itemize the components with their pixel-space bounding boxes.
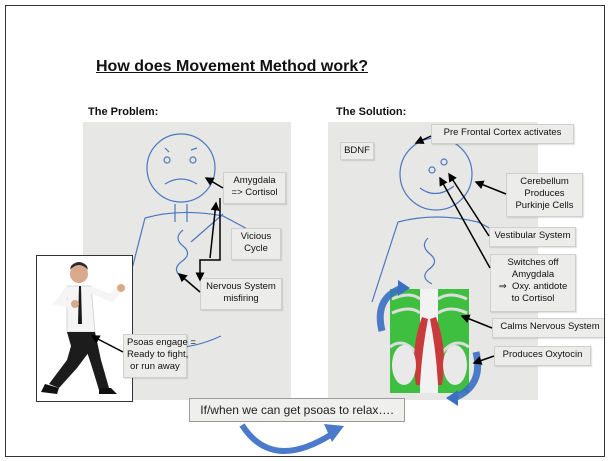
- psoas-relax-banner: If/when we can get psoas to relax….: [189, 398, 405, 422]
- fighter-man-photo: [36, 255, 133, 402]
- vicious-cycle-label: Vicious Cycle: [231, 228, 281, 260]
- cerebellum-label: Cerebellum Produces Purkinje Cells: [506, 173, 583, 217]
- bdnf-label: BDNF: [340, 142, 374, 160]
- fighter-man-icon: [41, 262, 125, 394]
- nervous-system-label: Nervous System misfiring: [200, 278, 282, 310]
- slide: How does Movement Method work? The Probl…: [5, 5, 605, 457]
- solution-heading: The Solution:: [336, 106, 407, 118]
- problem-heading: The Problem:: [88, 106, 159, 118]
- psoas-engage-label: Psoas engage = Ready to fight, or run aw…: [123, 334, 196, 378]
- calms-nervous-system-label: Calms Nervous System: [492, 318, 604, 338]
- vestibular-system-label: Vestibular System: [489, 227, 576, 247]
- psoas-illustration-icon: [390, 289, 469, 393]
- produces-oxytocin-label: Produces Oxytocin: [494, 346, 591, 366]
- switches-off-amygdala-label: Switches off Amygdala ⇒ Oxy. antidote to…: [490, 254, 576, 312]
- prefrontal-cortex-label: Pre Frontal Cortex activates: [431, 124, 574, 144]
- psoas-muscle-image: [390, 289, 469, 393]
- amygdala-label: Amygdala => Cortisol: [223, 172, 286, 204]
- slide-title: How does Movement Method work?: [96, 58, 369, 75]
